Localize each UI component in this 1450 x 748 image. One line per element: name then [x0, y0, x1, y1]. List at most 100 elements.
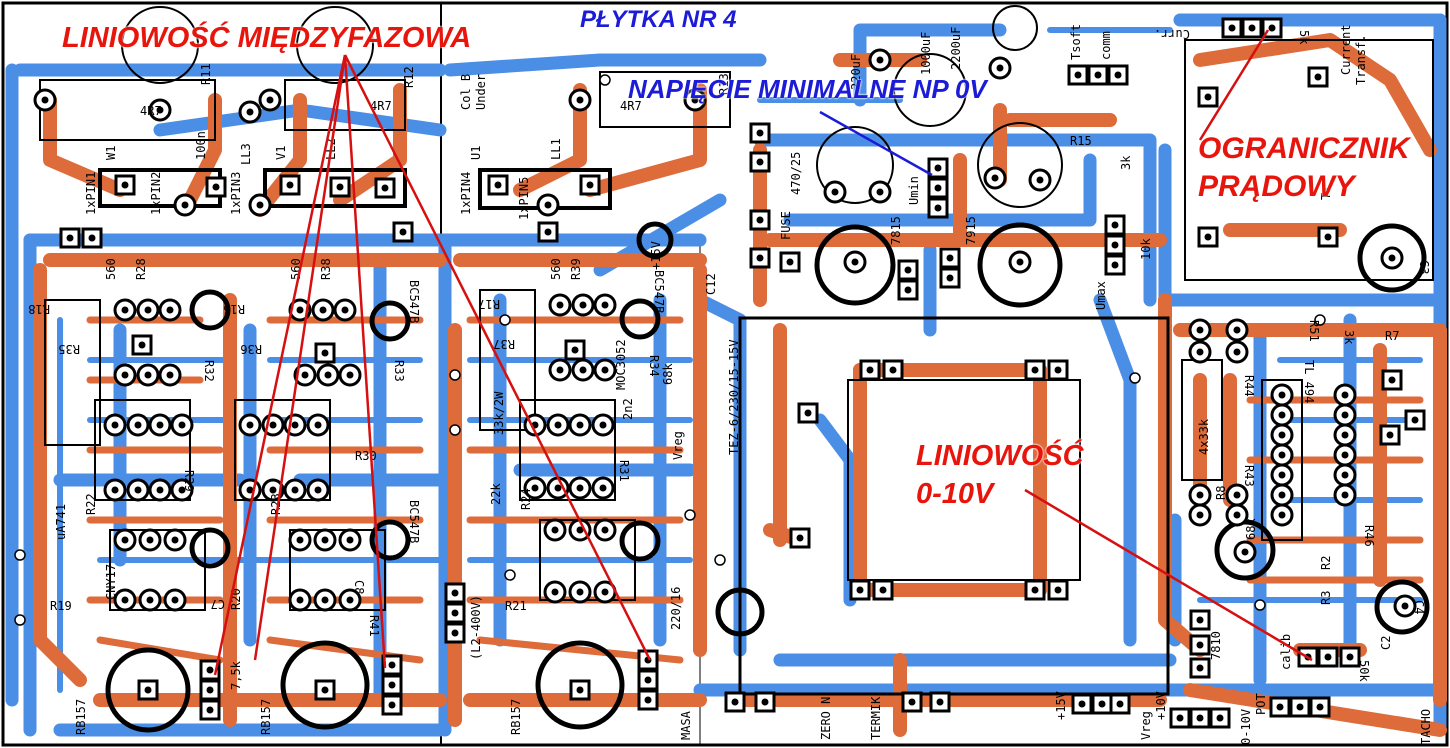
label-15v-top: +15V [649, 241, 663, 270]
label-4r7-2: 4R7 [370, 99, 392, 113]
leader-interphase-1 [213, 54, 347, 676]
label-r51: R51 [1307, 320, 1321, 342]
label-vreg-bottom: Vreg [1139, 711, 1153, 740]
label-transf: Transf. [1354, 34, 1368, 85]
label-bc547b-1: BC547B [407, 280, 421, 323]
label-4x33k: 4x33k [1197, 418, 1211, 455]
label-umin: Umin [907, 176, 921, 205]
leader-interphase-2 [343, 54, 387, 669]
label-rb157-1: RB157 [74, 699, 88, 735]
label-r37: R37 [493, 337, 515, 351]
label-2n2: 2n2 [621, 398, 635, 420]
label-r24: R24 [519, 488, 533, 510]
label-r11: R11 [199, 63, 213, 85]
label-c12: C12 [704, 273, 718, 295]
label-zero-n: ZERO N [819, 697, 833, 740]
annotation-linearity-interphase: LINIOWOŚĆ MIĘDZYFAZOWA [62, 22, 472, 54]
label-560a: 560 [104, 258, 118, 280]
label-r13: R13 [717, 73, 731, 95]
label-r29: R29 [182, 470, 196, 492]
label-r31: R31 [617, 460, 631, 482]
label-c3: C3 [1417, 260, 1431, 274]
bottom-copper-traces [33, 33, 1447, 737]
label-68k: 68k [661, 363, 675, 385]
label-1000uf: 1000uF [919, 32, 933, 75]
label-7810: 7810 [1209, 631, 1223, 660]
label-22k: 22k [489, 483, 503, 505]
leader-interphase-4 [253, 54, 347, 661]
label-pin5: 1xPIN5 [517, 177, 531, 220]
label-v1: V1 [274, 146, 288, 160]
label-r15: R15 [1070, 134, 1092, 148]
leader-min-voltage [819, 110, 933, 177]
label-vreg: Vreg [671, 431, 685, 460]
label-r44: R44 [1242, 375, 1256, 397]
label-4r7-3: 4R7 [620, 99, 642, 113]
label-current: Current [1339, 24, 1353, 75]
label-c4: C4 [1412, 600, 1426, 614]
label-tx: Tx [1319, 186, 1333, 200]
annotation-current-limiter-2: PRĄDOWY [1198, 170, 1355, 203]
label-pin1: 1xPIN1 [84, 172, 98, 215]
label-pin3: 1xPIN3 [229, 172, 243, 215]
label-pin2: 1xPIN2 [149, 172, 163, 215]
label-pin4: 1xPIN4 [459, 172, 473, 215]
label-r12: R12 [402, 66, 416, 88]
label-5k: 5k [1297, 30, 1311, 45]
label-r30: R30 [355, 449, 377, 463]
label-bc547b-2: BC547B [652, 270, 666, 313]
label-masa: MASA [679, 710, 693, 740]
label-fuse: FUSE [779, 211, 793, 240]
label-100n: 100n [194, 131, 208, 160]
label-r19: R19 [50, 599, 72, 613]
annotation-current-limiter-1: OGRANICZNIK [1198, 132, 1410, 165]
label-4r7-1: 4R7 [140, 104, 162, 118]
label-r22: R22 [84, 493, 98, 515]
label-bc547b-3: BC547B [407, 500, 421, 543]
leader-current-limiter [1198, 29, 1270, 141]
label-470-25: 470/25 [789, 152, 803, 195]
label-220uf: 220uF [849, 54, 863, 90]
heavy-components [105, 221, 1430, 733]
label-r43: R43 [1242, 465, 1256, 487]
label-ll1: LL1 [549, 138, 563, 160]
label-r33: R33 [392, 360, 406, 382]
label-33k2w: 33k/2W [492, 391, 506, 435]
label-560c: 560 [549, 258, 563, 280]
annotation-board-number: PŁYTKA NR 4 [580, 6, 737, 33]
label-r39: R39 [569, 258, 583, 280]
annotation-linearity-0-10-2: 0-10V [916, 478, 994, 510]
label-7915: 7915 [964, 216, 978, 245]
leader-linearity-0-10 [1024, 488, 1313, 662]
annotation-linearity-0-10-1: LINIOWOŚĆ [916, 440, 1084, 472]
label-curr: Curr. [1154, 27, 1190, 41]
label-r38: R38 [319, 258, 333, 280]
label-r3: R3 [1319, 591, 1333, 605]
label-moc: MOC3052 [614, 339, 628, 390]
label-c7: C7 [211, 597, 225, 611]
label-68k-right: 68k [1244, 518, 1258, 540]
label-ll3: LL3 [239, 143, 253, 165]
label-r35: R35 [58, 342, 80, 356]
annotation-leaders [213, 29, 1313, 676]
label-50k: 50k [1357, 660, 1371, 682]
label-u1: U1 [469, 146, 483, 160]
label-0-10v: 0-10V [1239, 709, 1253, 745]
label-pot: POT [1254, 693, 1268, 715]
label-l2-400v: (L2-400V) [469, 595, 483, 660]
label-c8: C8 [352, 580, 366, 594]
label-rb157-3: RB157 [509, 699, 523, 735]
label-3k: 3k [1119, 155, 1133, 170]
label-r16: R16 [223, 302, 245, 316]
label-col: Col B [459, 74, 473, 110]
label-comm: comm [1099, 31, 1113, 60]
label-r28: R28 [134, 258, 148, 280]
label-termik: TERMIK [869, 696, 883, 740]
label-umax: Umax [1094, 281, 1108, 310]
label-w1: W1 [104, 146, 118, 160]
label-c2: C2 [1379, 636, 1393, 650]
label-7815: 7815 [889, 216, 903, 245]
label-r18: R18 [28, 302, 50, 316]
label-plus10v: +10V [1154, 691, 1168, 720]
